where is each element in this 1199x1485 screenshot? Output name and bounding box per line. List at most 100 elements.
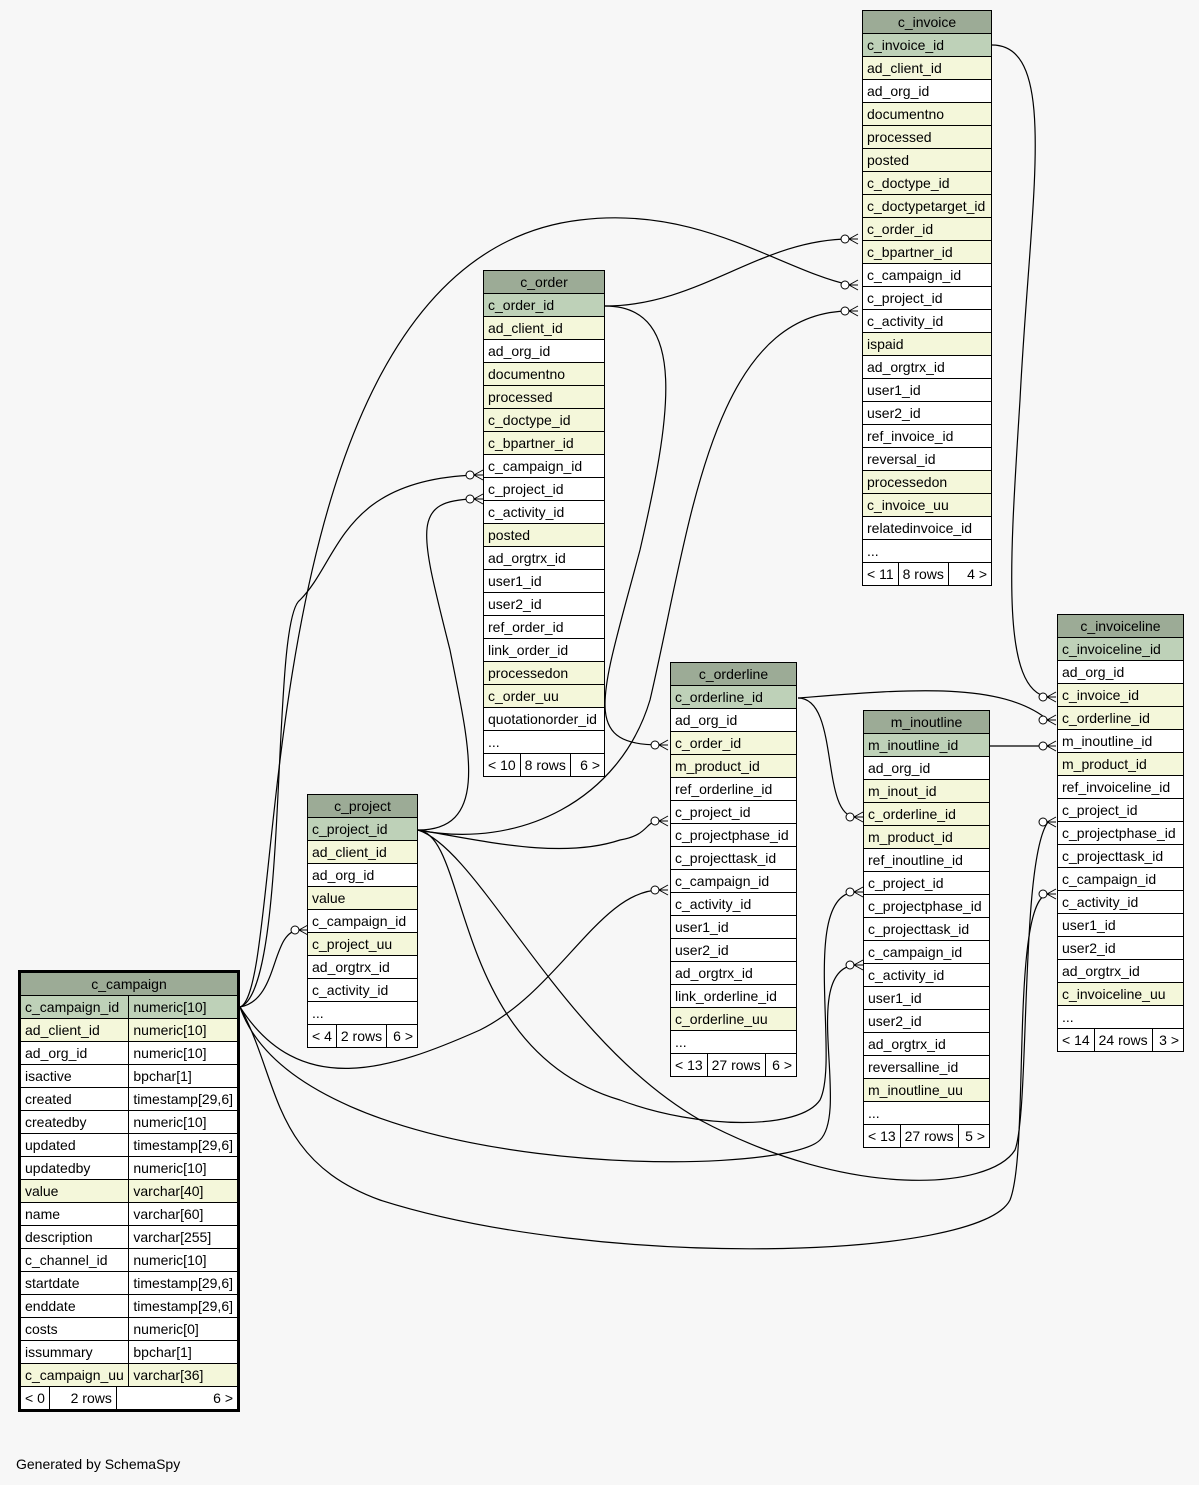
column-row[interactable]: ad_client_id <box>307 840 418 864</box>
column-row[interactable]: link_order_id <box>483 638 605 662</box>
column-row[interactable]: c_campaign_id <box>483 454 605 478</box>
column-row[interactable]: c_activity_id <box>1057 890 1184 914</box>
column-row[interactable]: user1_id <box>862 378 992 402</box>
column-row[interactable]: c_invoice_id <box>862 33 992 57</box>
column-row[interactable]: value <box>307 886 418 910</box>
column-row[interactable]: c_projecttask_id <box>670 846 797 870</box>
column-row[interactable]: processedon <box>862 470 992 494</box>
column-row[interactable]: user2_id <box>863 1009 990 1033</box>
column-row[interactable]: ... <box>863 1101 990 1125</box>
column-row[interactable]: c_projecttask_id <box>863 917 990 941</box>
column-row[interactable]: user1_id <box>670 915 797 939</box>
parents-link[interactable]: < 14 <box>1058 1029 1095 1051</box>
parents-link[interactable]: < 13 <box>671 1054 708 1076</box>
column-row[interactable]: c_activity_id <box>483 500 605 524</box>
column-row[interactable]: posted <box>483 523 605 547</box>
column-row[interactable]: m_inout_id <box>863 779 990 803</box>
column-row[interactable]: ad_client_id <box>862 56 992 80</box>
column-row[interactable]: posted <box>862 148 992 172</box>
column-row[interactable]: c_project_id <box>307 817 418 841</box>
column-row[interactable]: link_orderline_id <box>670 984 797 1008</box>
column-row[interactable]: user2_id <box>862 401 992 425</box>
parents-link[interactable]: < 13 <box>864 1125 901 1147</box>
column-row[interactable]: ... <box>670 1030 797 1054</box>
column-row[interactable]: ad_org_id <box>670 708 797 732</box>
column-row[interactable]: user2_id <box>1057 936 1184 960</box>
column-row[interactable]: c_projectphase_id <box>670 823 797 847</box>
column-row[interactable]: ad_orgtrx_id <box>862 355 992 379</box>
table-title[interactable]: c_project <box>307 794 418 818</box>
column-row[interactable]: c_order_uu <box>483 684 605 708</box>
column-row[interactable]: user2_id <box>670 938 797 962</box>
column-row[interactable]: ref_inoutline_id <box>863 848 990 872</box>
column-row[interactable]: m_inoutline_uu <box>863 1078 990 1102</box>
column-row[interactable]: c_order_id <box>483 293 605 317</box>
column-row[interactable]: c_project_id <box>863 871 990 895</box>
children-link[interactable]: 6 > <box>772 1057 792 1073</box>
column-row[interactable]: c_campaign_id <box>863 940 990 964</box>
column-row[interactable]: ad_orgtrx_id <box>1057 959 1184 983</box>
column-row[interactable]: processedon <box>483 661 605 685</box>
column-row[interactable]: c_bpartner_id <box>483 431 605 455</box>
column-row[interactable]: c_campaign_id <box>670 869 797 893</box>
column-row[interactable]: user1_id <box>1057 913 1184 937</box>
column-row[interactable]: c_projecttask_id <box>1057 844 1184 868</box>
column-row[interactable]: ref_invoiceline_id <box>1057 775 1184 799</box>
column-row[interactable]: m_inoutline_id <box>1057 729 1184 753</box>
column-row[interactable]: c_invoice_uu <box>862 493 992 517</box>
table-title[interactable]: c_order <box>483 270 605 294</box>
column-row[interactable]: ref_orderline_id <box>670 777 797 801</box>
column-row[interactable]: ispaid <box>862 332 992 356</box>
column-row[interactable]: reversalline_id <box>863 1055 990 1079</box>
column-row[interactable]: c_invoiceline_uu <box>1057 982 1184 1006</box>
column-row[interactable]: c_activity_id <box>863 963 990 987</box>
column-row[interactable]: processed <box>862 125 992 149</box>
table-title[interactable]: c_campaign <box>19 971 239 996</box>
column-row[interactable]: c_projectphase_id <box>1057 821 1184 845</box>
column-row[interactable]: c_project_uu <box>307 932 418 956</box>
children-link[interactable]: 6 > <box>580 757 600 773</box>
column-row[interactable]: c_project_id <box>483 477 605 501</box>
column-row[interactable]: c_campaign_id <box>862 263 992 287</box>
table-title[interactable]: c_invoice <box>862 10 992 34</box>
column-row[interactable]: m_product_id <box>863 825 990 849</box>
column-row[interactable]: c_orderline_id <box>863 802 990 826</box>
children-link[interactable]: 6 > <box>393 1028 413 1044</box>
children-link[interactable]: 6 > <box>213 1390 233 1406</box>
column-row[interactable]: c_doctype_id <box>862 171 992 195</box>
parents-link[interactable]: < 10 <box>484 754 521 776</box>
column-row[interactable]: ref_order_id <box>483 615 605 639</box>
column-row[interactable]: ... <box>483 730 605 754</box>
column-row[interactable]: ... <box>1057 1005 1184 1029</box>
children-link[interactable]: 5 > <box>965 1128 985 1144</box>
column-row[interactable]: c_invoice_id <box>1057 683 1184 707</box>
parents-link[interactable]: < 0 <box>21 1387 50 1409</box>
column-row[interactable]: c_orderline_uu <box>670 1007 797 1031</box>
parents-link[interactable]: < 11 <box>863 563 899 585</box>
column-row[interactable]: ad_orgtrx_id <box>307 955 418 979</box>
column-row[interactable]: c_activity_id <box>862 309 992 333</box>
column-row[interactable]: ad_orgtrx_id <box>483 546 605 570</box>
table-title[interactable]: c_orderline <box>670 662 797 686</box>
column-row[interactable]: ad_org_id <box>1057 660 1184 684</box>
column-row[interactable]: c_projectphase_id <box>863 894 990 918</box>
column-row[interactable]: ... <box>862 539 992 563</box>
column-row[interactable]: ad_client_id <box>483 316 605 340</box>
column-row[interactable]: user2_id <box>483 592 605 616</box>
column-row[interactable]: c_project_id <box>1057 798 1184 822</box>
column-row[interactable]: ad_orgtrx_id <box>863 1032 990 1056</box>
column-row[interactable]: c_orderline_id <box>1057 706 1184 730</box>
column-row[interactable]: relatedinvoice_id <box>862 516 992 540</box>
column-row[interactable]: m_product_id <box>1057 752 1184 776</box>
column-row[interactable]: user1_id <box>863 986 990 1010</box>
